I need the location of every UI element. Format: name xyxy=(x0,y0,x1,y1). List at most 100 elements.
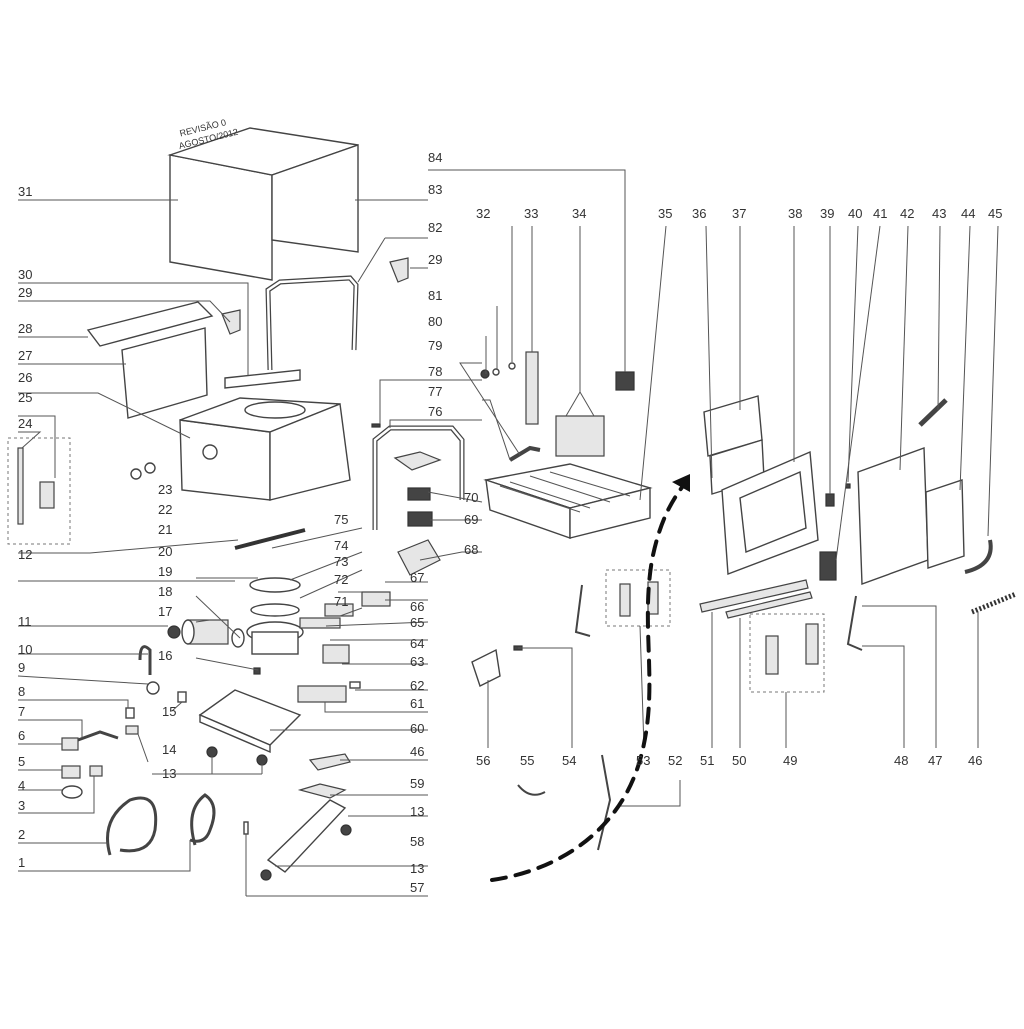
part-20-spray-arm xyxy=(234,528,306,550)
part-9-pump xyxy=(146,681,160,695)
part-60-base xyxy=(198,689,302,754)
part-59 xyxy=(297,783,347,799)
callout-84: 84 xyxy=(428,150,442,165)
part-40 xyxy=(845,483,851,489)
part-74-ring xyxy=(249,577,301,593)
callout-72: 72 xyxy=(334,572,348,587)
callout-64: 64 xyxy=(410,636,424,651)
callout-70: 70 xyxy=(464,490,478,505)
callout-4: 4 xyxy=(18,778,25,793)
callout-60: 60 xyxy=(410,721,424,736)
part-13-foot-a xyxy=(206,746,218,758)
callout-14: 14 xyxy=(162,742,176,757)
part-top-cover xyxy=(167,127,359,281)
part-8 xyxy=(125,707,135,719)
part-18-sump xyxy=(246,621,304,655)
part-6-valve xyxy=(61,737,79,751)
callout-71: 71 xyxy=(334,594,348,609)
callout-13-c: 13 xyxy=(410,804,424,819)
callout-77: 77 xyxy=(428,384,442,399)
callout-43: 43 xyxy=(932,206,946,221)
part-67-box xyxy=(361,591,391,607)
callout-75: 75 xyxy=(334,512,348,527)
callout-30: 30 xyxy=(18,267,32,282)
part-68 xyxy=(397,539,441,576)
part-46-lower xyxy=(308,753,351,771)
part-38-inner-door xyxy=(721,450,819,575)
part-63 xyxy=(322,644,350,664)
part-32 xyxy=(508,362,516,370)
callout-13-a: 13 xyxy=(162,766,176,781)
part-46-spring xyxy=(971,591,1017,615)
callout-58: 58 xyxy=(410,834,424,849)
callout-25: 25 xyxy=(18,390,32,405)
callout-57: 57 xyxy=(410,880,424,895)
part-30-plate xyxy=(224,369,301,389)
callout-65: 65 xyxy=(410,615,424,630)
callout-52: 52 xyxy=(668,753,682,768)
part-84 xyxy=(615,371,635,391)
part-29-bracket-right xyxy=(389,257,409,283)
part-52-harness xyxy=(597,754,612,851)
callout-8: 8 xyxy=(18,684,25,699)
callout-55: 55 xyxy=(520,753,534,768)
part-73-ring xyxy=(250,603,300,617)
callout-2: 2 xyxy=(18,827,25,842)
callout-44: 44 xyxy=(961,206,975,221)
part-16 xyxy=(253,667,261,675)
part-61-module xyxy=(297,685,347,703)
part-56-bracket xyxy=(471,648,501,687)
callout-20: 20 xyxy=(158,544,172,559)
callout-5: 5 xyxy=(18,754,25,769)
callout-61: 61 xyxy=(410,696,424,711)
callout-76: 76 xyxy=(428,404,442,419)
part-53-hinge-a xyxy=(619,583,631,617)
callout-17: 17 xyxy=(158,604,172,619)
part-49-hinge-a xyxy=(765,635,779,675)
callout-15: 15 xyxy=(162,704,176,719)
callout-62: 62 xyxy=(410,678,424,693)
flow-arrow xyxy=(490,480,688,882)
callout-66: 66 xyxy=(410,599,424,614)
callout-51: 51 xyxy=(700,753,714,768)
part-43-handle xyxy=(918,398,948,427)
part-4-part xyxy=(61,785,83,799)
part-70 xyxy=(407,487,431,501)
part-29-bracket-left xyxy=(221,309,241,335)
part-upper-pipe-frame xyxy=(265,275,359,371)
part-81 xyxy=(492,368,500,376)
part-53-hinge-group xyxy=(605,569,671,627)
callout-73: 73 xyxy=(334,554,348,569)
part-11-pulley xyxy=(167,625,181,639)
callout-6: 6 xyxy=(18,728,25,743)
callout-29-right: 29 xyxy=(428,252,442,267)
part-35-dish-rack xyxy=(483,463,653,539)
callout-11: 11 xyxy=(18,614,32,629)
part-26-tub xyxy=(179,397,351,501)
callout-37: 37 xyxy=(732,206,746,221)
callout-53: 53 xyxy=(636,753,650,768)
callout-56: 56 xyxy=(476,753,490,768)
callout-13-d: 13 xyxy=(410,861,424,876)
callout-31: 31 xyxy=(18,184,32,199)
callout-81: 81 xyxy=(428,288,442,303)
part-53-arm xyxy=(574,584,591,637)
callout-19: 19 xyxy=(158,564,172,579)
part-24-rail xyxy=(17,447,24,525)
part-23-ring xyxy=(144,462,156,474)
part-10-hose xyxy=(138,645,152,675)
callout-39: 39 xyxy=(820,206,834,221)
callout-29-left: 29 xyxy=(18,285,32,300)
part-48-arm xyxy=(846,595,863,651)
callout-46-lower: 46 xyxy=(410,744,424,759)
part-14 xyxy=(125,725,139,735)
callout-80: 80 xyxy=(428,314,442,329)
flow-arrow-head xyxy=(672,474,690,492)
callout-18: 18 xyxy=(158,584,172,599)
part-69 xyxy=(407,511,433,527)
callout-82: 82 xyxy=(428,220,442,235)
part-27-rear-panel xyxy=(121,327,208,419)
part-34-cutlery-basket xyxy=(555,391,605,457)
callout-1: 1 xyxy=(18,855,25,870)
part-44-panel xyxy=(925,479,965,569)
